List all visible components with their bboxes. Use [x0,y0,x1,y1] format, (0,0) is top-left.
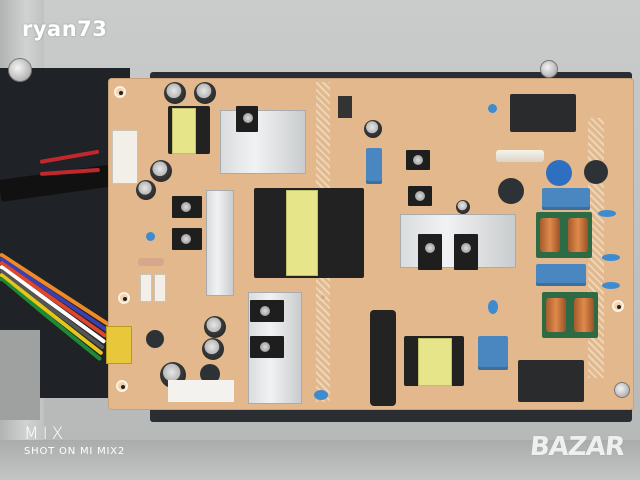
heatsink [206,190,234,296]
transformer-tape [418,338,452,386]
electrolytic-capacitor [136,180,156,200]
thermistor [498,178,524,204]
inductor [200,364,220,384]
output-connector [112,130,138,184]
transformer-tape [286,190,318,276]
resistor [138,258,164,266]
harness-connector [106,326,132,364]
ceramic-resistor [154,274,166,302]
power-supply-pcb [106,78,634,410]
y-capacitor [488,104,497,113]
site-logo: BAZAR [528,432,626,462]
thermistor [584,160,608,184]
mosfet [418,234,442,270]
mounting-hole [116,380,128,392]
transistor [408,186,432,206]
camera-brand: MIX [24,424,68,444]
fuse [496,150,544,162]
y-capacitor [602,254,620,261]
electrolytic-capacitor [150,160,172,182]
mounting-hole [118,292,130,304]
y-capacitor [488,300,498,314]
electrolytic-capacitor [456,200,470,214]
choke-winding [568,218,588,252]
electrolytic-capacitor [364,120,382,138]
heatsink [220,110,306,174]
x-capacitor [536,264,586,286]
output-diode [250,336,284,358]
bulk-capacitor [370,310,396,406]
capacitor [366,148,382,184]
chassis-bottom-edge [0,440,640,480]
regulator-transistor [236,106,258,132]
camera-watermark: MIX SHOT ON MI MIX2 [24,424,125,457]
qr-sticker [168,380,234,402]
wire-harness [0,149,115,368]
x-capacitor [542,188,590,210]
mounting-hole [612,300,624,312]
chassis-screw [8,58,32,82]
electrolytic-capacitor [194,82,216,104]
diode-bridge-small [338,96,352,118]
transformer-tape [172,108,196,154]
rectifier-diode [172,196,202,218]
y-capacitor [598,210,616,217]
output-diode [250,300,284,322]
mosfet [454,234,478,270]
chassis-screw [540,60,558,78]
ac-inlet-connector [510,94,576,132]
transistor [406,150,430,170]
y-capacitor [602,282,620,289]
electrolytic-capacitor [204,316,226,338]
camera-caption: SHOT ON MI MIX2 [24,446,126,457]
y-capacitor [146,232,155,241]
ceramic-resistor [140,274,152,302]
rectifier-diode [172,228,202,250]
uploader-watermark: ryan73 [22,17,108,41]
pcb-screw [614,382,630,398]
inductor [146,330,164,348]
bridge-rectifier [518,360,584,402]
electrolytic-capacitor [202,338,224,360]
x-capacitor [478,336,508,370]
varistor [546,160,572,186]
choke-winding [574,298,594,332]
choke-winding [540,218,560,252]
choke-winding [546,298,566,332]
mounting-hole [114,86,126,98]
y-capacitor [314,390,328,400]
electrolytic-capacitor [164,82,186,104]
chassis-bracket [0,330,40,420]
